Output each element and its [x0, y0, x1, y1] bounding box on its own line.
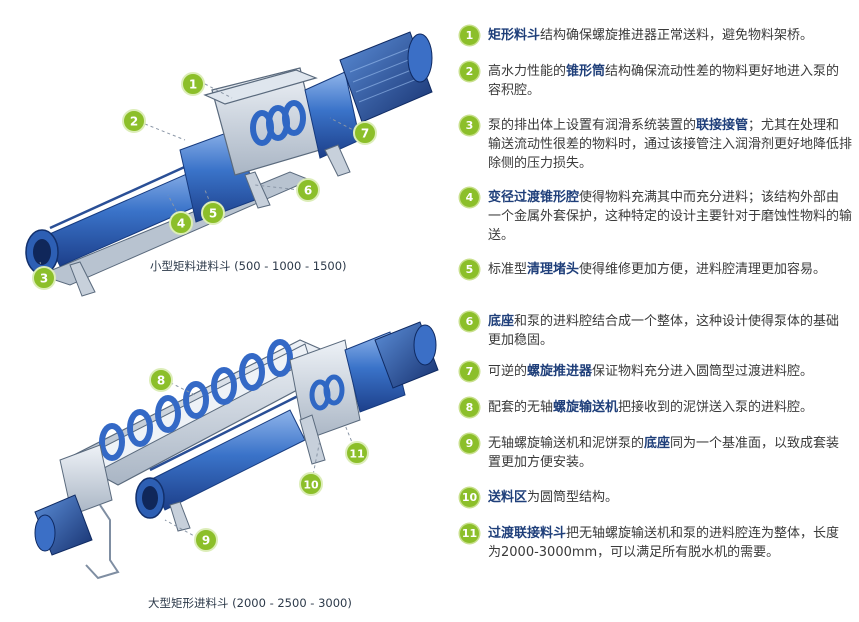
feature-keyword: 螺旋输送机: [553, 400, 619, 415]
feature-item-11: 11 过渡联接料斗把无轴螺旋输送机和泵的进料腔连为整体，长度为2000-3000…: [460, 524, 852, 562]
marker-5: 5: [209, 207, 217, 221]
marker-8: 8: [157, 374, 165, 388]
feature-keyword: 底座: [644, 436, 671, 451]
feature-keyword: 变径过渡锥形腔: [488, 190, 580, 205]
feature-text-post: 结构确保螺旋推进器正常送料，避免物料架桥。: [540, 28, 814, 43]
feature-item-1: 1 矩形料斗结构确保螺旋推进器正常送料，避免物料架桥。: [460, 26, 852, 45]
feature-text-post: ；尤其在处理和输送流动性很差的物料时，通过该接管注入润滑剂更好地降低排除侧的压力…: [488, 118, 853, 171]
feature-number: 9: [460, 434, 479, 453]
feature-text: 配套的无轴螺旋输送机把接收到的泥饼送入泵的进料腔。: [488, 398, 813, 417]
feature-text-pre: 高水力性能的: [488, 64, 567, 79]
feature-text-pre: 可逆的: [488, 364, 528, 379]
feature-keyword: 过渡联接料斗: [488, 526, 567, 541]
feature-text-pre: 泵的排出体上设置有润滑系统装置的: [488, 118, 697, 133]
feature-text-post: 为圆筒型结构。: [527, 490, 619, 505]
feature-number: 4: [460, 188, 479, 207]
feature-number: 8: [460, 398, 479, 417]
marker-11: 11: [349, 448, 364, 461]
marker-4: 4: [177, 217, 185, 231]
feature-text-post: 把接收到的泥饼送入泵的进料腔。: [618, 400, 814, 415]
feature-text: 过渡联接料斗把无轴螺旋输送机和泵的进料腔连为整体，长度为2000-3000mm，…: [488, 524, 852, 562]
feature-item-4: 4 变径过渡锥形腔使得物料充满其中而充分进料；该结构外部由一个金属外套保护，这种…: [460, 188, 852, 245]
feature-text: 送料区为圆筒型结构。: [488, 488, 618, 507]
feature-text-post: 同为一个基准面，以致成套装置更加方便安装。: [488, 436, 840, 470]
feature-item-2: 2 高水力性能的锥形筒结构确保流动性差的物料更好地进入泵的容积腔。: [460, 62, 852, 100]
feature-number: 1: [460, 26, 479, 45]
marker-3: 3: [40, 272, 48, 286]
pump-illustration: 1 2 3 4 5 6 7 8 9 10 11: [25, 31, 439, 580]
feature-keyword: 底座: [488, 314, 515, 329]
feature-keyword: 矩形料斗: [488, 28, 541, 43]
feature-number: 10: [460, 488, 479, 507]
feature-text: 标准型清理堵头使得维修更加方便，进料腔清理更加容易。: [488, 260, 826, 279]
large-pump-drawing: [34, 321, 439, 580]
feature-text: 可逆的螺旋推进器保证物料充分进入圆筒型过渡进料腔。: [488, 362, 813, 381]
feature-item-9: 9 无轴螺旋输送机和泥饼泵的底座同为一个基准面，以致成套装置更加方便安装。: [460, 434, 852, 472]
feature-text: 泵的排出体上设置有润滑系统装置的联接接管；尤其在处理和输送流动性很差的物料时，通…: [488, 116, 852, 173]
feature-number: 3: [460, 116, 479, 135]
feature-item-10: 10 送料区为圆筒型结构。: [460, 488, 852, 507]
feature-keyword: 锥形筒: [566, 64, 606, 79]
small-pump-drawing: [25, 31, 433, 297]
feature-keyword: 送料区: [488, 490, 528, 505]
feature-number: 6: [460, 312, 479, 331]
marker-1: 1: [189, 78, 197, 92]
marker-6: 6: [304, 184, 312, 198]
large-pump-markers: 8 9 10 11: [149, 368, 369, 552]
feature-text-pre: 配套的无轴: [488, 400, 554, 415]
marker-10: 10: [303, 479, 319, 492]
feature-number: 5: [460, 260, 479, 279]
feature-text-pre: 无轴螺旋输送机和泥饼泵的: [488, 436, 645, 451]
feature-number: 2: [460, 62, 479, 81]
feature-keyword: 联接接管: [696, 118, 749, 133]
feature-text: 矩形料斗结构确保螺旋推进器正常送料，避免物料架桥。: [488, 26, 813, 45]
small-pump-markers: 1 2 3 4 5 6 7: [32, 72, 377, 290]
feature-item-6: 6 底座和泵的进料腔结合成一个整体，这种设计使得泵体的基础更加稳固。: [460, 312, 852, 350]
feature-text-post: 和泵的进料腔结合成一个整体，这种设计使得泵体的基础更加稳固。: [488, 314, 840, 348]
feature-number: 11: [460, 524, 479, 543]
feature-text-post: 使得物料充满其中而充分进料；该结构外部由一个金属外套保护，这种特定的设计主要针对…: [488, 190, 853, 243]
feature-text: 变径过渡锥形腔使得物料充满其中而充分进料；该结构外部由一个金属外套保护，这种特定…: [488, 188, 852, 245]
feature-number: 7: [460, 362, 479, 381]
feature-text: 无轴螺旋输送机和泥饼泵的底座同为一个基准面，以致成套装置更加方便安装。: [488, 434, 852, 472]
feature-text-pre: 标准型: [488, 262, 528, 277]
feature-keyword: 螺旋推进器: [527, 364, 593, 379]
feature-item-5: 5 标准型清理堵头使得维修更加方便，进料腔清理更加容易。: [460, 260, 852, 279]
feature-item-7: 7 可逆的螺旋推进器保证物料充分进入圆筒型过渡进料腔。: [460, 362, 852, 381]
small-hopper-caption: 小型矩料进料斗 (500 - 1000 - 1500): [150, 259, 347, 273]
marker-7: 7: [361, 127, 369, 141]
feature-item-3: 3 泵的排出体上设置有润滑系统装置的联接接管；尤其在处理和输送流动性很差的物料时…: [460, 116, 852, 173]
feature-text: 高水力性能的锥形筒结构确保流动性差的物料更好地进入泵的容积腔。: [488, 62, 852, 100]
feature-text-post: 使得维修更加方便，进料腔清理更加容易。: [579, 262, 827, 277]
feature-item-8: 8 配套的无轴螺旋输送机把接收到的泥饼送入泵的进料腔。: [460, 398, 852, 417]
marker-2: 2: [130, 115, 138, 129]
feature-text-post: 保证物料充分进入圆筒型过渡进料腔。: [592, 364, 814, 379]
marker-9: 9: [202, 534, 210, 548]
feature-text-post: 结构确保流动性差的物料更好地进入泵的容积腔。: [488, 64, 840, 98]
large-hopper-caption: 大型矩形进料斗 (2000 - 2500 - 3000): [148, 596, 352, 610]
feature-keyword: 清理堵头: [527, 262, 580, 277]
feature-text-post: 把无轴螺旋输送机和泵的进料腔连为整体，长度为2000-3000mm，可以满足所有…: [488, 526, 840, 560]
feature-text: 底座和泵的进料腔结合成一个整体，这种设计使得泵体的基础更加稳固。: [488, 312, 852, 350]
